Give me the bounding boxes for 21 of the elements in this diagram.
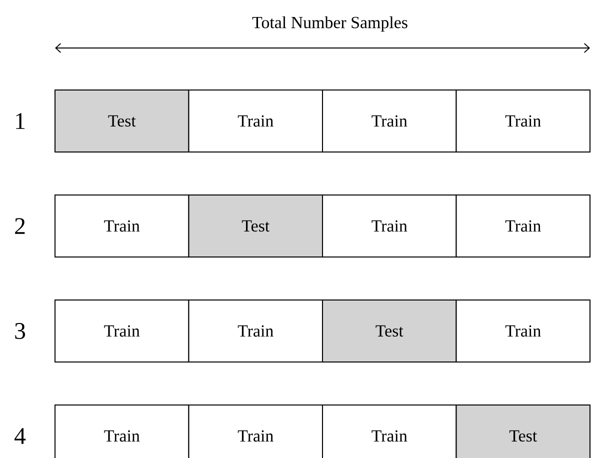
fold-cell: Train: [54, 300, 190, 362]
fold-cell: Train: [456, 90, 590, 152]
fold-cell: Train: [456, 194, 590, 258]
fold-cell: Train: [322, 194, 457, 258]
dimension-label: Total Number Samples: [252, 16, 408, 32]
row-number: 3: [15, 322, 26, 340]
row-number: 2: [15, 218, 25, 234]
fold-cell: Test: [188, 194, 323, 258]
row-number: 1: [16, 113, 25, 129]
fold-cell: Train: [456, 300, 590, 362]
fold-cell: Test: [456, 404, 590, 458]
fold-cell: Test: [322, 300, 457, 362]
fold-cell: Train: [322, 90, 457, 152]
fold-cell: Test: [54, 90, 190, 152]
fold-cell: Train: [188, 404, 323, 458]
fold-cell: Train: [188, 300, 323, 362]
fold-cell: Train: [54, 404, 190, 458]
fold-cell: Train: [54, 194, 190, 258]
row-number: 4: [14, 428, 26, 444]
fold-cell: Train: [188, 90, 323, 152]
fold-cell: Train: [322, 404, 457, 458]
